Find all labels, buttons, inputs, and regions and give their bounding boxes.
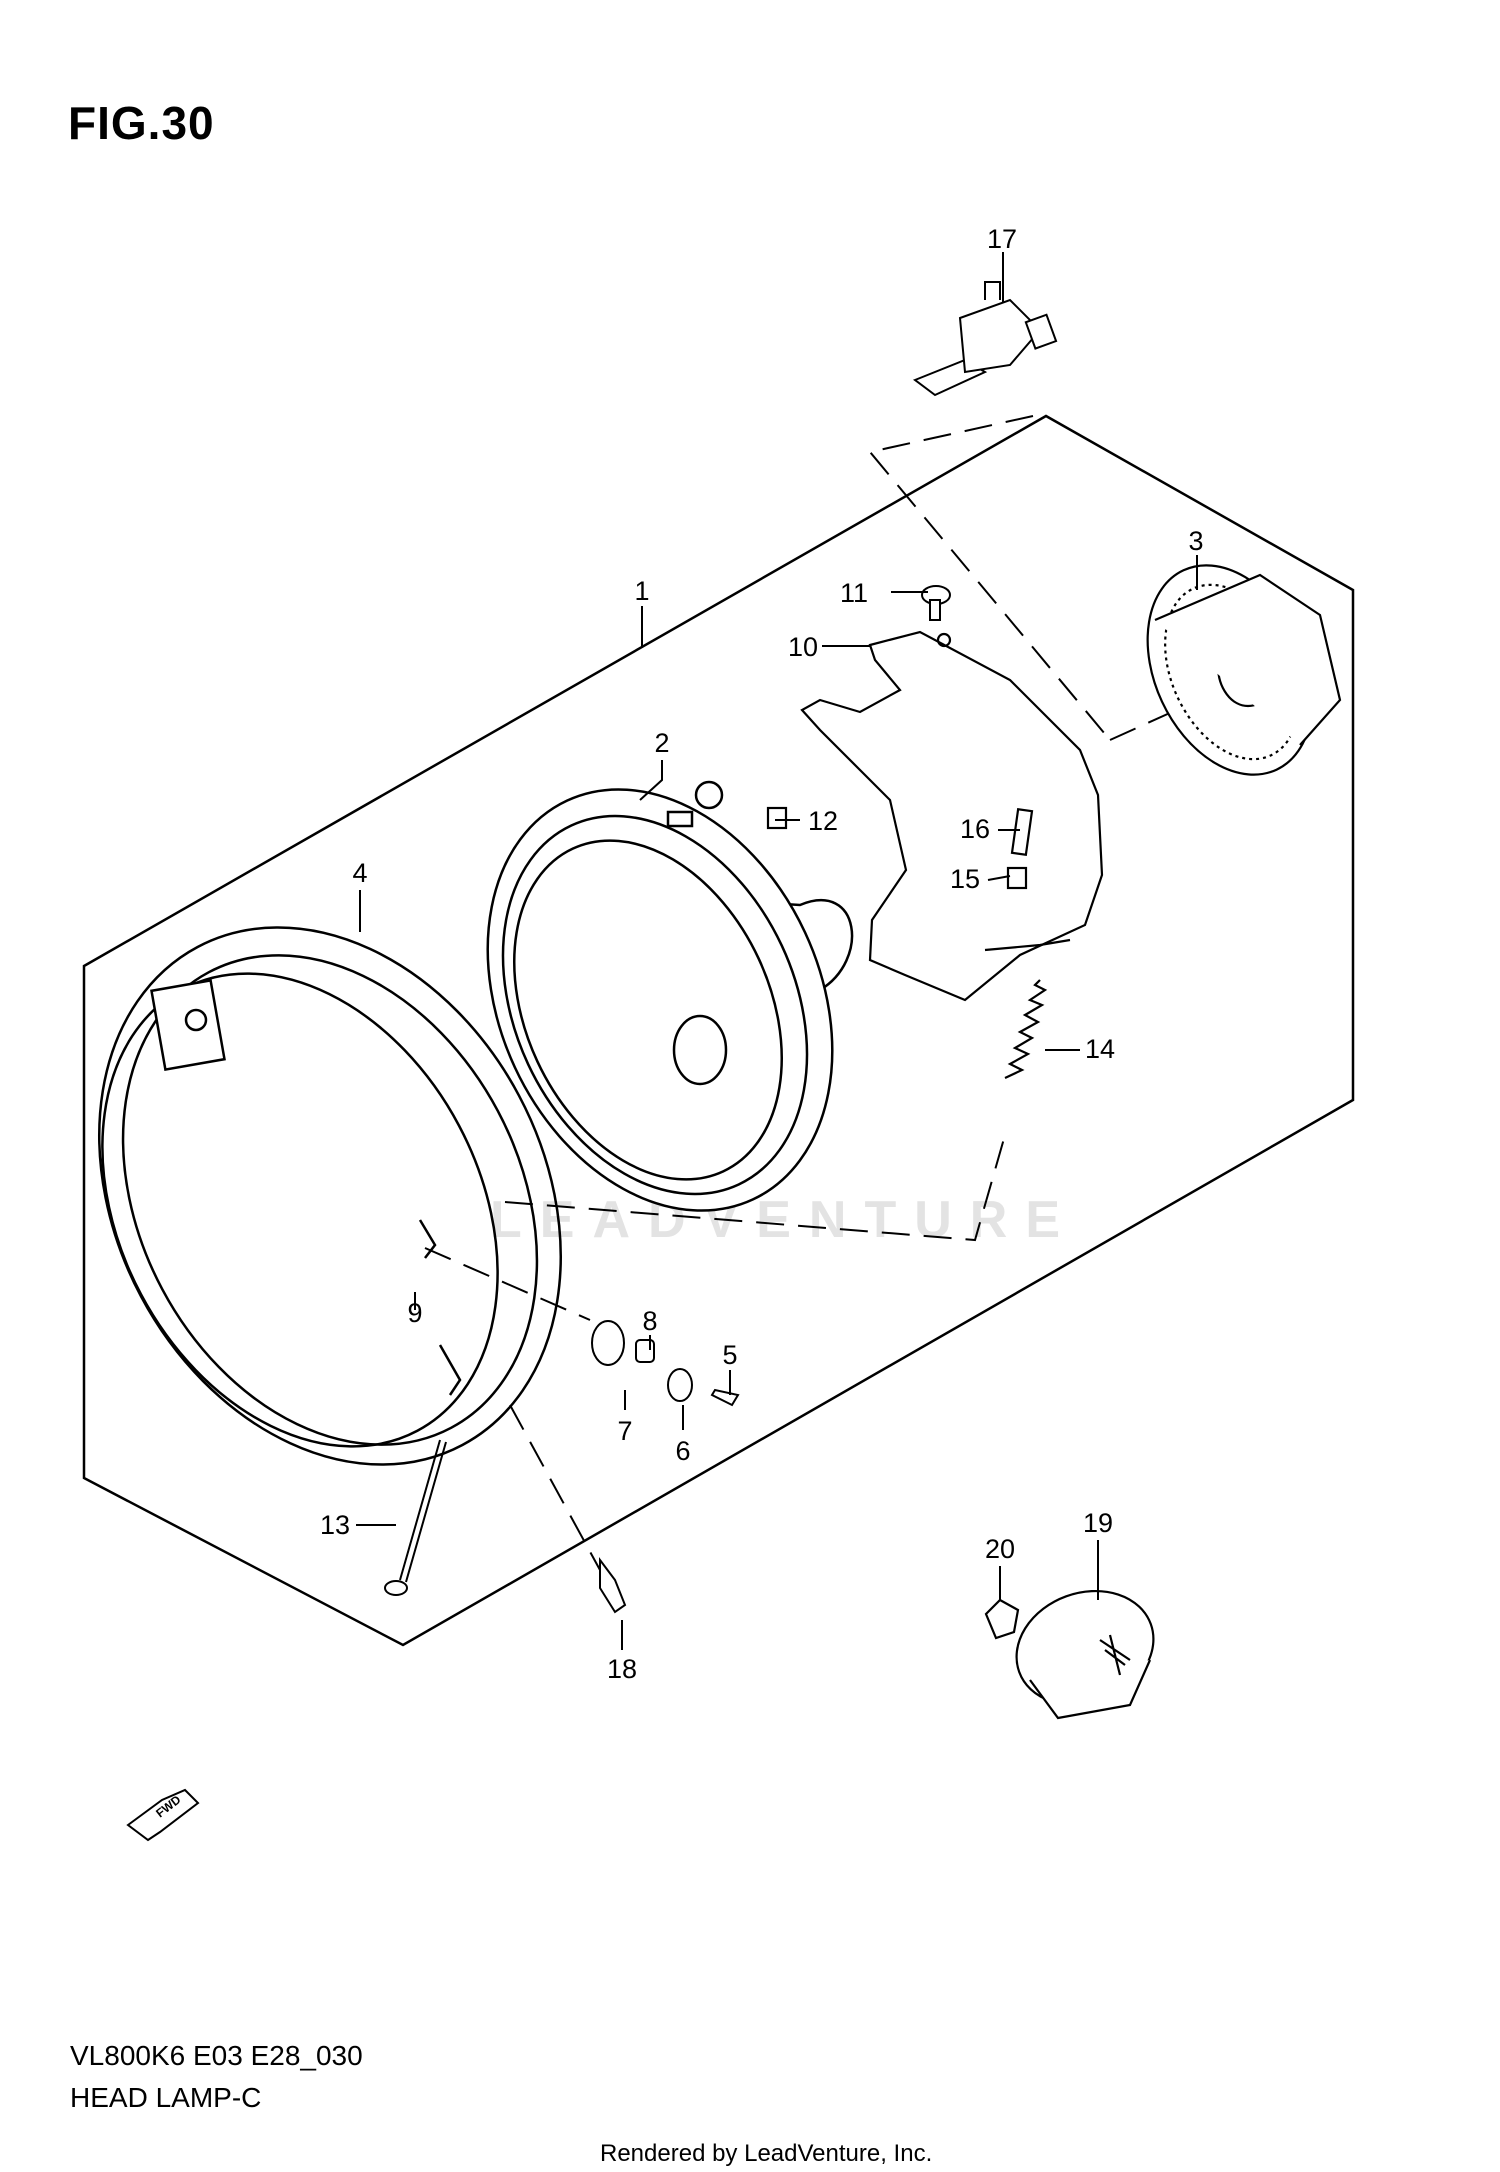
callout-3: 3 (1188, 526, 1203, 556)
long-screw-part (384, 1439, 447, 1596)
callout-16: 16 (960, 814, 990, 844)
callout-15: 15 (950, 864, 980, 894)
figure-title: FIG.30 (68, 97, 215, 149)
callout-5: 5 (722, 1340, 737, 1370)
screw-18-part (599, 1557, 627, 1614)
callout-13: 13 (320, 1510, 350, 1540)
fwd-direction-arrow: FWD (126, 1788, 200, 1842)
callout-7: 7 (617, 1416, 632, 1446)
callout-leaders (356, 252, 1198, 1650)
headlamp-unit-part (486, 780, 854, 1212)
screw-part (921, 585, 951, 621)
hardware-parts (591, 1320, 740, 1407)
callout-20: 20 (985, 1534, 1015, 1564)
dashed-leaders (424, 415, 1173, 1571)
cap-parts (984, 1589, 1155, 1720)
callout-4: 4 (352, 858, 367, 888)
callout-12: 12 (808, 806, 838, 836)
bracket-part (766, 630, 1104, 1002)
socket-cover-part (1146, 564, 1342, 776)
spring-part (1004, 979, 1048, 1079)
model-code: VL800K6 E03 E28_030 (70, 2040, 363, 2071)
assembly-outline (82, 414, 1355, 1647)
callout-10: 10 (788, 632, 818, 662)
callout-8: 8 (642, 1306, 657, 1336)
callout-9: 9 (407, 1298, 422, 1328)
callout-6: 6 (675, 1436, 690, 1466)
callout-11: 11 (840, 578, 868, 608)
callout-18: 18 (607, 1654, 637, 1684)
bulb-part (912, 281, 1058, 397)
render-credit: Rendered by LeadVenture, Inc. (600, 2140, 933, 2167)
callout-labels: 17 3 1 11 10 2 12 16 15 14 4 9 7 8 6 5 1… (320, 224, 1204, 1684)
callout-2: 2 (654, 728, 669, 758)
section-name: HEAD LAMP-C (70, 2082, 262, 2113)
callout-19: 19 (1083, 1508, 1113, 1538)
watermark: LEADVENTURE (490, 1191, 1079, 1249)
callout-14: 14 (1085, 1034, 1115, 1064)
callout-1: 1 (634, 576, 649, 606)
callout-17: 17 (987, 224, 1017, 254)
headlamp-rim-part (98, 926, 562, 1466)
